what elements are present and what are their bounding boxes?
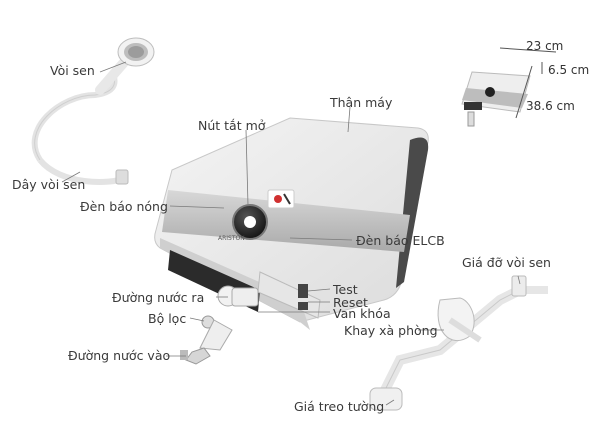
label-shower-holder: Giá đỡ vòi sen: [462, 255, 551, 270]
dimension-thumbnail: [461, 47, 557, 127]
dimension-width: 23 cm: [526, 39, 564, 53]
label-filter: Bộ lọc: [148, 311, 187, 326]
label-heat-indicator: Đèn báo nóng: [80, 199, 168, 214]
dimension-height: 38.6 cm: [526, 99, 575, 113]
label-inlet: Đường nước vào: [68, 348, 171, 363]
label-soap-tray: Khay xà phòng: [344, 323, 438, 338]
heater-body-icon: [154, 117, 429, 330]
inlet-valve-icon: [180, 347, 211, 365]
label-shower-head: Vòi sen: [50, 63, 95, 78]
label-test: Test: [333, 282, 358, 297]
label-outlet: Đường nước ra: [112, 290, 205, 305]
label-power-button: Nút tắt mở: [198, 118, 266, 133]
dimension-depth: 6.5 cm: [548, 63, 590, 77]
logo-sticker-icon: [267, 189, 295, 209]
shower-head-icon: [31, 37, 155, 185]
soap-tray-icon: [437, 297, 482, 343]
label-elcb-indicator: Đèn báo ELCB: [356, 233, 445, 248]
label-body: Thân máy: [330, 95, 393, 110]
wall-bracket-icon: [369, 275, 548, 411]
leader-lines: [61, 61, 521, 406]
brand-text: ARISTON: [218, 235, 245, 242]
filter-icon: [199, 315, 233, 351]
label-wall-bracket: Giá treo tường: [294, 399, 385, 414]
label-reset: Reset: [333, 295, 368, 310]
label-lock-valve: Van khóa: [333, 306, 391, 321]
power-knob-icon: [232, 204, 268, 240]
label-shower-hose: Dây vòi sen: [12, 177, 86, 192]
outlet-valve-icon: [217, 285, 259, 307]
